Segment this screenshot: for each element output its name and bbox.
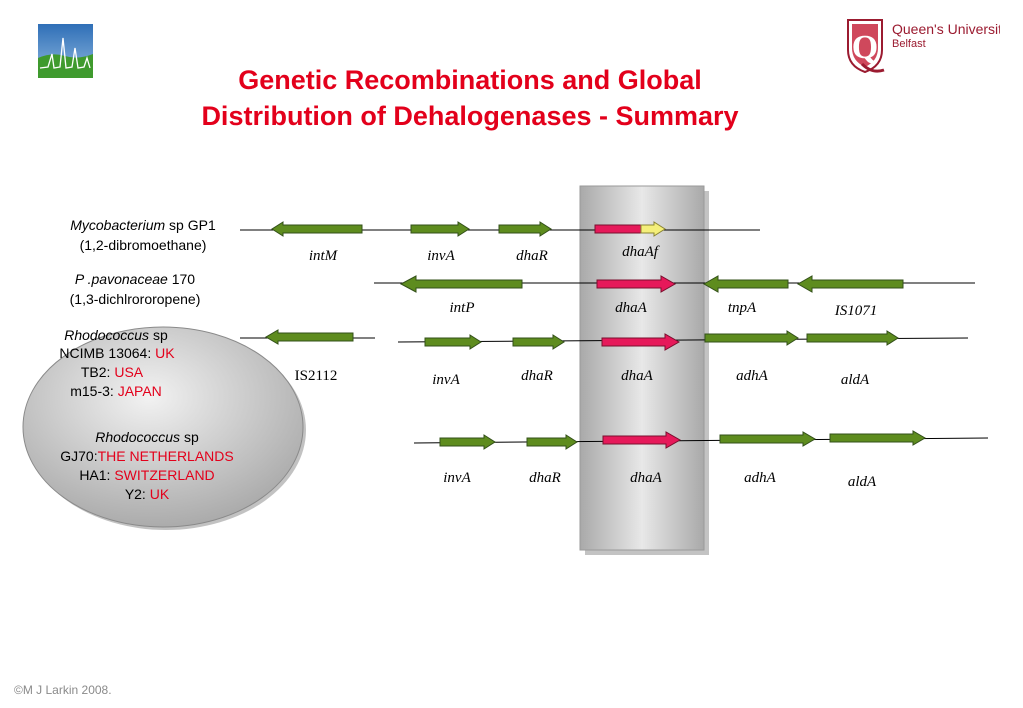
dhaR-arrow-row3 xyxy=(512,334,565,350)
organism-pavonaceae: P .pavonaceae 170 xyxy=(75,271,195,287)
gene-label-dhaA-row4: dhaA xyxy=(630,470,663,486)
university-logo: Q Queen's University Belfast xyxy=(840,14,1009,76)
invA-arrow xyxy=(410,221,470,237)
title-line-2: Distribution of Dehalogenases - Summary xyxy=(201,101,739,131)
dhaA-arrow-row4 xyxy=(602,431,682,449)
dhaA-highlight-box xyxy=(579,185,705,551)
strain-tb2: TB2: USA xyxy=(81,364,144,380)
intM-arrow xyxy=(271,221,363,237)
organism-mycobacterium: Mycobacterium sp GP1 xyxy=(70,217,216,233)
strain-y2: Y2: UK xyxy=(125,486,170,502)
gene-label-intP: intP xyxy=(450,300,475,316)
dhaAf-arrow-body xyxy=(594,224,642,234)
dhaA-arrow-row2 xyxy=(596,275,677,293)
gene-label-aldA-row4: aldA xyxy=(848,474,877,490)
gene-label-tnpA: tnpA xyxy=(728,300,757,316)
strain-m15: m15-3: JAPAN xyxy=(70,383,162,399)
crest-letter: Q xyxy=(852,29,878,66)
slide-title: Genetic Recombinations and Global Distri… xyxy=(120,62,820,134)
IS2112-arrow xyxy=(265,329,354,345)
gene-label-dhaA-row3: dhaA xyxy=(621,368,654,384)
title-line-1: Genetic Recombinations and Global xyxy=(238,65,702,95)
copyright-footer: ©M J Larkin 2008. xyxy=(14,683,112,697)
dhaAf-arrow-tail xyxy=(640,221,666,237)
gene-label-invA-row3: invA xyxy=(432,372,460,388)
gene-label-intM: intM xyxy=(309,248,339,264)
gene-label-IS1071: IS1071 xyxy=(834,303,878,319)
lab-logo xyxy=(38,24,93,78)
gene-label-adhA-row4: adhA xyxy=(744,470,777,486)
gene-label-IS2112: IS2112 xyxy=(295,368,338,384)
adhA-arrow-row3 xyxy=(704,330,799,346)
gene-label-dhaR-row3: dhaR xyxy=(521,368,553,384)
adhA-arrow-row4 xyxy=(719,431,816,447)
gene-label-dhaAf: dhaAf xyxy=(622,244,660,260)
dhaR-arrow-row4 xyxy=(526,434,578,450)
substrate-pavonaceae: (1,3-dichlrororopene) xyxy=(70,291,201,307)
university-city: Belfast xyxy=(892,38,926,50)
strain-ha1: HA1: SWITZERLAND xyxy=(79,467,214,483)
dhaA-arrow-row3 xyxy=(601,333,681,351)
gene-label-invA: invA xyxy=(427,248,455,264)
tnpA-arrow xyxy=(702,275,789,293)
university-crest-icon: Q Queen's University Belfast xyxy=(847,19,1009,74)
organism-rhodococcus-1: Rhodococcus sp xyxy=(64,327,168,343)
invA-arrow-row3 xyxy=(424,334,482,350)
substrate-mycobacterium: (1,2-dibromoethane) xyxy=(80,237,207,253)
gene-label-invA-row4: invA xyxy=(443,470,471,486)
gene-label-aldA-row3: aldA xyxy=(841,372,870,388)
strain-gj70: GJ70:THE NETHERLANDS xyxy=(60,448,234,464)
gene-label-adhA-row3: adhA xyxy=(736,368,769,384)
aldA-arrow-row3 xyxy=(806,330,899,346)
gene-label-dhaR: dhaR xyxy=(516,248,548,264)
organism-rhodococcus-2: Rhodococcus sp xyxy=(95,429,199,445)
university-name: Queen's University xyxy=(892,21,1000,37)
invA-arrow-row4 xyxy=(439,434,496,450)
gene-label-dhaA-row2: dhaA xyxy=(615,300,648,316)
IS1071-arrow xyxy=(796,275,904,293)
rhodococcus-group-oval xyxy=(22,326,304,528)
dhaR-arrow xyxy=(498,221,552,237)
gene-label-dhaR-row4: dhaR xyxy=(529,470,561,486)
strain-ncimb: NCIMB 13064: UK xyxy=(59,345,175,361)
aldA-arrow-row4 xyxy=(829,430,926,446)
intP-arrow xyxy=(399,275,523,293)
